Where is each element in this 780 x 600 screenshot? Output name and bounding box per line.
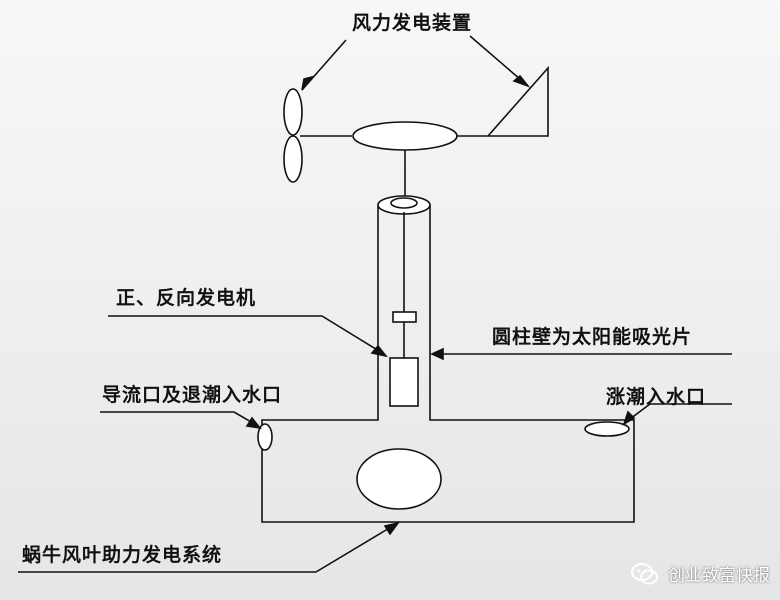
generator-coupling <box>392 311 417 323</box>
wind-device-label: 风力发电装置 <box>352 12 473 34</box>
wechat-logo-icon <box>631 562 658 584</box>
cylinder-top-inner <box>390 197 418 209</box>
cylinder-and-basin-outline <box>261 205 635 523</box>
snail-system-label: 蜗牛风叶助力发电系统 <box>22 544 223 566</box>
watermark-text: 创业致富快报 <box>668 566 770 586</box>
turbine-tail-fin <box>456 65 549 137</box>
inlet-label: 涨潮入水口 <box>606 386 707 408</box>
turbine-blade-lower <box>283 135 303 183</box>
turbine-blade-upper <box>283 88 303 136</box>
outlet-opening <box>257 423 273 451</box>
turbine-hub <box>352 121 458 151</box>
outlet-label: 导流口及退潮入水口 <box>102 384 283 406</box>
solar-wall-label: 圆柱壁为太阳能吸光片 <box>492 326 693 348</box>
watermark: 创业致富快报 <box>630 561 770 586</box>
generator-body <box>389 357 419 407</box>
inlet-opening <box>584 421 630 437</box>
snail-fan <box>356 448 442 510</box>
generator-label: 正、反向发电机 <box>116 287 257 309</box>
